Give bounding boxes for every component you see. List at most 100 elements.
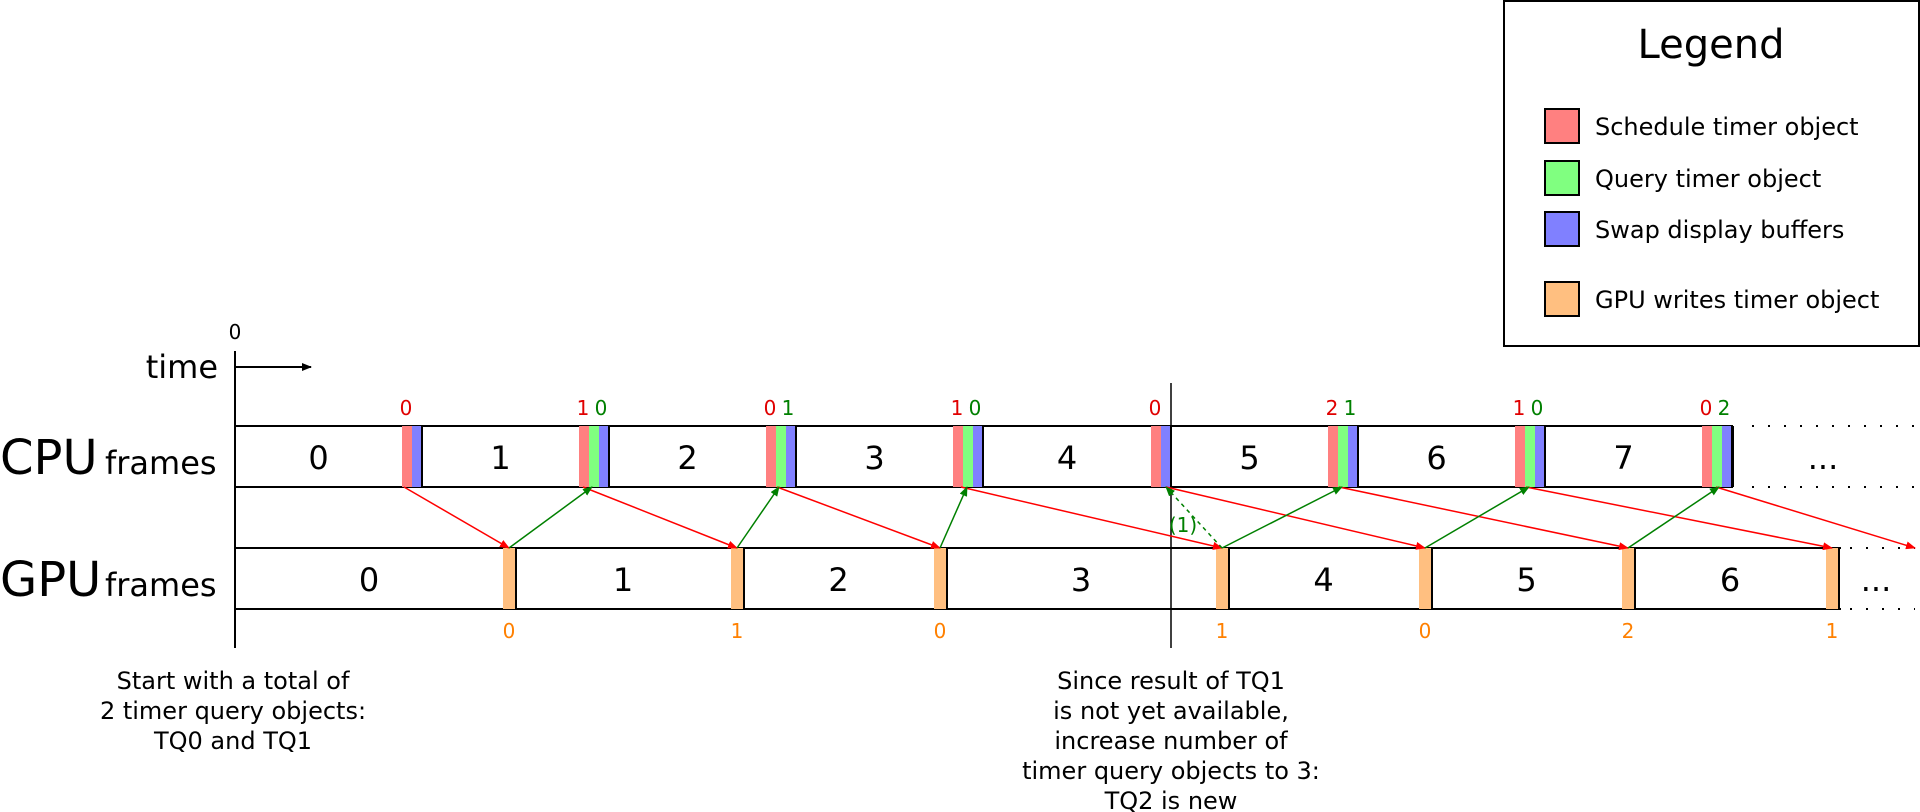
dependency-arrows: (1) bbox=[403, 486, 1916, 551]
query-timer-index: 0 bbox=[595, 396, 608, 420]
schedule-timer-index: 1 bbox=[1513, 396, 1526, 420]
time-zero-label: 0 bbox=[229, 320, 242, 344]
gpu-frame-markers: 0 1 0 1 0 2 1 bbox=[503, 548, 1840, 643]
cpu-frame-label: 6 bbox=[1426, 439, 1446, 477]
cpu-row-label: CPU frames bbox=[0, 430, 217, 486]
gpu-to-query-arrow bbox=[1627, 486, 1720, 549]
gpu-write-timer-index: 1 bbox=[1216, 619, 1229, 643]
note-line: is not yet available, bbox=[1053, 697, 1289, 725]
gpu-row-label: GPU frames bbox=[0, 552, 217, 608]
legend-label-gpu: GPU writes timer object bbox=[1595, 286, 1879, 314]
note-line: Since result of TQ1 bbox=[1057, 667, 1285, 695]
gpu-frame-label: 1 bbox=[613, 561, 633, 599]
time-label: time bbox=[146, 348, 218, 386]
schedule-timer-index: 0 bbox=[1149, 396, 1162, 420]
cpu-frame-label: 1 bbox=[490, 439, 510, 477]
schedule-to-gpu-arrow bbox=[1338, 486, 1629, 551]
gpu-frame-labels: 0 1 2 3 4 5 6 bbox=[359, 561, 1740, 599]
schedule-timer-index: 1 bbox=[951, 396, 964, 420]
schedule-timer-bar bbox=[1328, 426, 1338, 487]
unavailable-result-arrow bbox=[1165, 486, 1223, 549]
schedule-timer-bar bbox=[402, 426, 412, 487]
schedule-to-gpu-arrow bbox=[960, 486, 1223, 550]
legend: Legend Schedule timer object Query timer… bbox=[1503, 0, 1920, 347]
note-line: TQ2 is new bbox=[1104, 787, 1238, 812]
gpu-frame-label: 6 bbox=[1720, 561, 1740, 599]
legend-swatch-swap bbox=[1544, 211, 1580, 247]
schedule-to-gpu-arrow bbox=[403, 486, 510, 549]
legend-label-swap: Swap display buffers bbox=[1595, 216, 1844, 244]
cpu-frame-label: 0 bbox=[308, 439, 328, 477]
legend-label-query: Query timer object bbox=[1595, 165, 1821, 193]
time-axis: 0 time bbox=[146, 320, 1172, 648]
schedule-timer-bar bbox=[1151, 426, 1161, 487]
cpu-frame-label: 4 bbox=[1057, 439, 1077, 477]
schedule-timer-index: 1 bbox=[577, 396, 590, 420]
gpu-write-timer-index: 0 bbox=[934, 619, 947, 643]
note-line: timer query objects to 3: bbox=[1022, 757, 1320, 785]
gpu-write-timer-bar bbox=[934, 548, 946, 609]
gpu-to-query-arrow bbox=[939, 486, 968, 549]
gpu-write-timer-bar bbox=[1419, 548, 1431, 609]
gpu-write-timer-index: 2 bbox=[1622, 619, 1635, 643]
legend-swatch-schedule bbox=[1544, 108, 1580, 144]
gpu-write-timer-bar bbox=[1826, 548, 1838, 609]
gpu-label-sub: frames bbox=[105, 566, 217, 604]
swap-buffers-bar bbox=[1722, 426, 1732, 487]
legend-title: Legend bbox=[1638, 22, 1785, 68]
cpu-frame-label: 7 bbox=[1613, 439, 1633, 477]
schedule-timer-index: 0 bbox=[764, 396, 777, 420]
swap-buffers-bar bbox=[973, 426, 983, 487]
schedule-timer-index: 0 bbox=[1700, 396, 1713, 420]
gpu-to-query-arrow bbox=[1221, 486, 1343, 549]
swap-buffers-bar bbox=[412, 426, 422, 487]
swap-buffers-bar bbox=[1535, 426, 1545, 487]
note-line: Start with a total of bbox=[117, 667, 350, 695]
note-line: TQ0 and TQ1 bbox=[153, 727, 312, 755]
gpu-write-timer-index: 0 bbox=[1419, 619, 1432, 643]
gpu-frame-label: 2 bbox=[828, 561, 848, 599]
legend-swatch-gpu bbox=[1544, 281, 1580, 317]
cpu-label-sub: frames bbox=[105, 444, 217, 482]
cpu-frame-label: 3 bbox=[864, 439, 884, 477]
gpu-write-timer-index: 1 bbox=[1826, 619, 1839, 643]
gpu-write-timer-index: 0 bbox=[503, 619, 516, 643]
gpu-label-main: GPU bbox=[0, 552, 101, 608]
gpu-to-query-arrow bbox=[1424, 486, 1530, 549]
swap-buffers-bar bbox=[1348, 426, 1358, 487]
schedule-timer-bar bbox=[1702, 426, 1712, 487]
schedule-timer-bar bbox=[766, 426, 776, 487]
query-timer-bar bbox=[1338, 426, 1348, 487]
gpu-ellipsis: ... bbox=[1861, 561, 1892, 599]
gpu-write-timer-bar bbox=[1216, 548, 1228, 609]
swap-buffers-bar bbox=[599, 426, 609, 487]
query-timer-index: 2 bbox=[1718, 396, 1731, 420]
query-timer-index: 1 bbox=[782, 396, 795, 420]
gpu-frame-label: 4 bbox=[1313, 561, 1333, 599]
swap-buffers-bar bbox=[1161, 426, 1171, 487]
note-line: 2 timer query objects: bbox=[100, 697, 366, 725]
cpu-ellipsis: ... bbox=[1808, 439, 1839, 477]
gpu-frame-label: 0 bbox=[359, 561, 379, 599]
gpu-to-query-arrow bbox=[736, 486, 780, 549]
gpu-write-timer-bar bbox=[731, 548, 743, 609]
cpu-frame-label: 2 bbox=[677, 439, 697, 477]
schedule-timer-index: 2 bbox=[1326, 396, 1339, 420]
legend-swatch-query bbox=[1544, 160, 1580, 196]
query-timer-index: 0 bbox=[969, 396, 982, 420]
gpu-write-timer-bar bbox=[1622, 548, 1634, 609]
schedule-to-gpu-arrow bbox=[1525, 486, 1833, 551]
cpu-label-main: CPU bbox=[0, 430, 98, 486]
note-line: increase number of bbox=[1054, 727, 1288, 755]
schedule-to-gpu-arrow bbox=[582, 486, 738, 549]
schedule-timer-bar bbox=[953, 426, 963, 487]
query-timer-bar bbox=[776, 426, 786, 487]
schedule-to-gpu-arrow bbox=[1165, 486, 1426, 550]
gpu-frame-label: 5 bbox=[1516, 561, 1536, 599]
gpu-frame-label: 3 bbox=[1071, 561, 1091, 599]
gpu-to-query-arrow bbox=[508, 486, 593, 549]
